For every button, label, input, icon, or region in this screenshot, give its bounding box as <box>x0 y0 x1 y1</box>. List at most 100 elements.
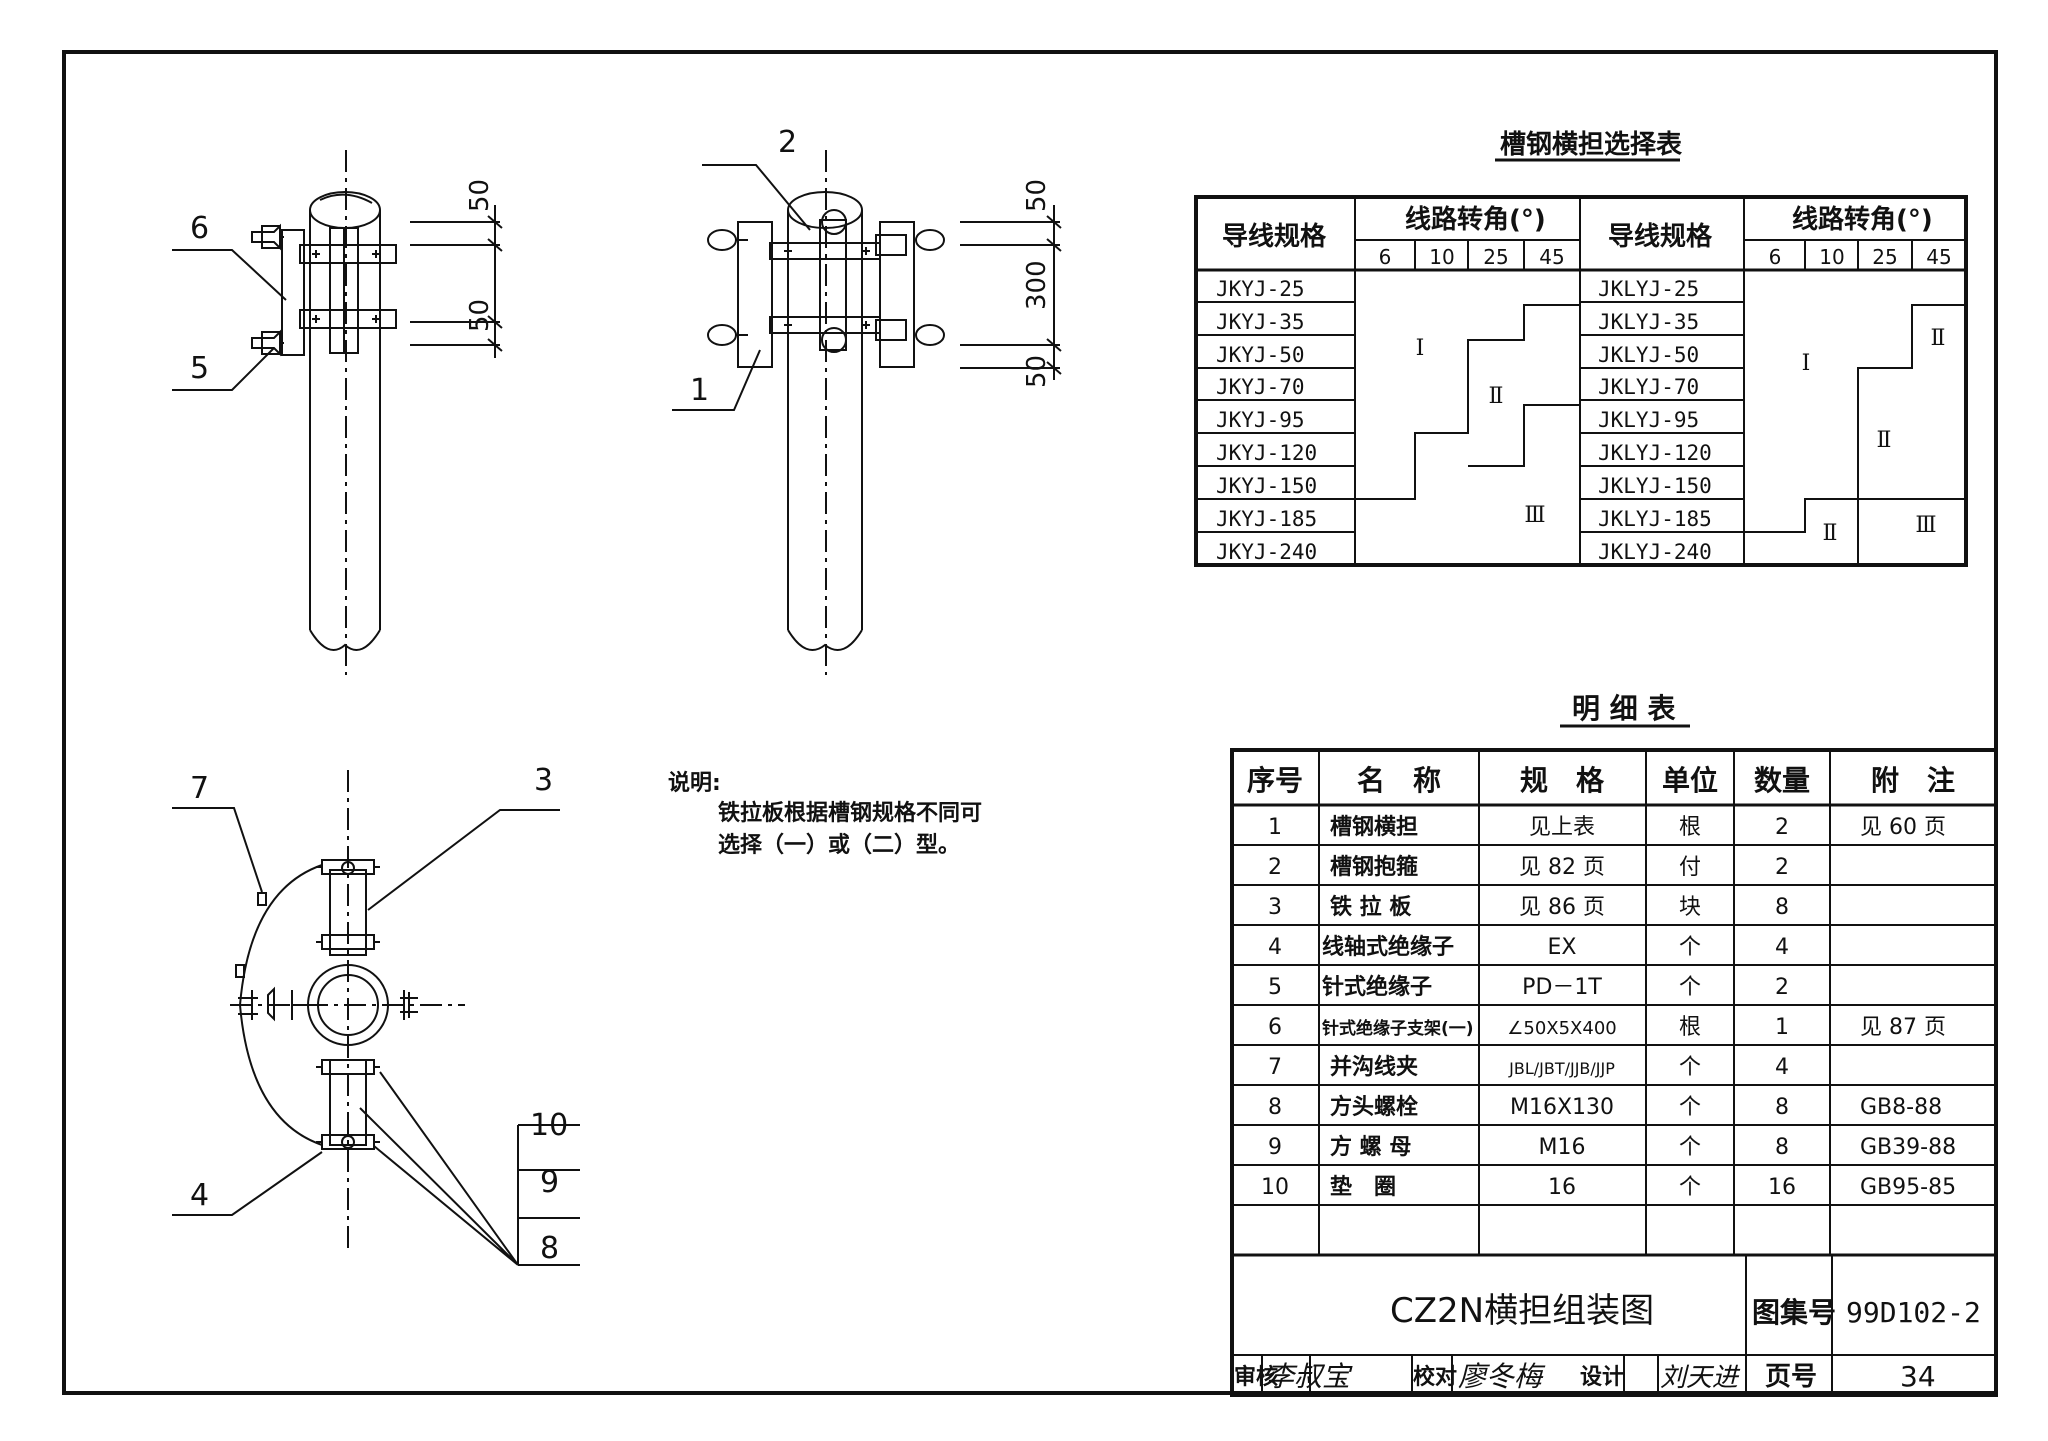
detail-cell: M16 <box>1539 1135 1586 1160</box>
detail-cell: 线轴式绝缘子 <box>1322 934 1454 960</box>
detail-cell: 槽钢横担 <box>1330 814 1418 840</box>
design-signature: 刘天进 <box>1660 1363 1741 1393</box>
left-spec-row: JKYJ-70 <box>1216 375 1305 399</box>
selection-col-spec-left: 导线规格 <box>1222 221 1327 252</box>
detail-cell: 7 <box>1268 1055 1282 1080</box>
right-elevation-view <box>672 150 1062 675</box>
detail-cell: GB95-85 <box>1860 1175 1956 1200</box>
design-label: 设计 <box>1580 1365 1624 1390</box>
selection-col-spec-right: 导线规格 <box>1608 221 1713 252</box>
detail-header-remark: 附 注 <box>1871 764 1955 797</box>
detail-cell: 1 <box>1775 1015 1789 1040</box>
detail-table-lines <box>1230 724 1998 1397</box>
detail-cell: 2 <box>1775 975 1789 1000</box>
detail-cell: 2 <box>1775 855 1789 880</box>
detail-cell: JBL/JBT/JJB/JJP <box>1508 1059 1615 1078</box>
detail-cell: 付 <box>1679 855 1701 880</box>
angle-right-6: 6 <box>1769 245 1782 269</box>
part-label-3: 3 <box>534 763 553 798</box>
detail-cell: 4 <box>1268 935 1282 960</box>
page-label: 页号 <box>1765 1362 1817 1392</box>
dim-right-bottom: 50 <box>1022 355 1052 388</box>
part-label-10: 10 <box>530 1108 568 1143</box>
detail-cell: M16X130 <box>1510 1095 1614 1120</box>
angle-left-6: 6 <box>1379 245 1392 269</box>
note-title: 说明: <box>668 770 721 796</box>
detail-cell: 个 <box>1679 975 1701 1000</box>
detail-cell: 针式绝缘子支架(一) <box>1322 1018 1474 1039</box>
detail-cell: 4 <box>1775 935 1789 960</box>
note-line-2: 选择（一）或（二）型。 <box>718 832 960 858</box>
detail-cell: 槽钢抱箍 <box>1330 854 1418 880</box>
detail-header-spec: 规 格 <box>1520 764 1605 797</box>
detail-cell: EX <box>1548 935 1577 960</box>
drawing-sheet-border <box>62 50 1998 1395</box>
detail-header-qty: 数量 <box>1754 764 1810 797</box>
angle-left-25: 25 <box>1483 245 1508 269</box>
review-label: 审核 <box>1234 1364 1278 1390</box>
detail-cell: 个 <box>1679 1055 1701 1080</box>
right-spec-row: JKLYJ-185 <box>1598 507 1712 531</box>
zone-right-1: I <box>1802 351 1811 376</box>
right-spec-row: JKLYJ-120 <box>1598 441 1712 465</box>
angle-right-45: 45 <box>1926 245 1951 269</box>
detail-cell: 16 <box>1768 1175 1796 1200</box>
detail-cell: ∠50X5X400 <box>1507 1018 1617 1039</box>
detail-cell: 2 <box>1775 815 1789 840</box>
dim-right-middle: 300 <box>1022 260 1052 310</box>
zone-right-4: Ⅲ <box>1915 513 1936 538</box>
right-spec-row: JKLYJ-150 <box>1598 474 1712 498</box>
right-spec-row: JKLYJ-50 <box>1598 343 1699 367</box>
review-signature: 李叔宝 <box>1266 1360 1353 1393</box>
zone-right-2: Ⅱ <box>1931 326 1946 351</box>
detail-cell: 9 <box>1268 1135 1282 1160</box>
detail-cell: GB39-88 <box>1860 1135 1956 1160</box>
plan-view <box>172 770 580 1266</box>
detail-cell: 见 60 页 <box>1860 815 1946 840</box>
angle-left-45: 45 <box>1539 245 1564 269</box>
right-spec-row: JKLYJ-70 <box>1598 375 1699 399</box>
detail-cell: 块 <box>1679 895 1701 920</box>
detail-cell: 方头螺栓 <box>1330 1094 1418 1120</box>
left-spec-row: JKYJ-120 <box>1216 441 1317 465</box>
dim-left-top: 50 <box>465 179 495 212</box>
detail-header-no: 序号 <box>1247 764 1303 797</box>
detail-cell: 见 86 页 <box>1519 895 1605 920</box>
detail-cell: GB8-88 <box>1860 1095 1942 1120</box>
zone-right-3: Ⅱ <box>1877 428 1892 453</box>
detail-cell: 6 <box>1268 1015 1282 1040</box>
angle-right-10: 10 <box>1819 245 1844 269</box>
detail-header-unit: 单位 <box>1662 764 1718 797</box>
part-label-2: 2 <box>778 125 797 160</box>
left-spec-row: JKYJ-50 <box>1216 343 1305 367</box>
part-label-8: 8 <box>540 1231 559 1266</box>
detail-cell: 8 <box>1268 1095 1282 1120</box>
check-label: 校对 <box>1413 1364 1457 1390</box>
zone-right-5: Ⅱ <box>1823 521 1838 546</box>
left-spec-row: JKYJ-35 <box>1216 310 1305 334</box>
detail-cell: 个 <box>1679 1175 1701 1200</box>
left-elevation-view <box>172 150 503 675</box>
detail-cell: 方 螺 母 <box>1330 1134 1411 1160</box>
part-label-9: 9 <box>540 1165 559 1200</box>
detail-cell: 4 <box>1775 1055 1789 1080</box>
detail-table-title: 明 细 表 <box>1572 692 1676 725</box>
detail-cell: 个 <box>1679 1095 1701 1120</box>
left-spec-row: JKYJ-240 <box>1216 540 1317 564</box>
detail-cell: 并沟线夹 <box>1330 1054 1418 1080</box>
detail-cell: 个 <box>1679 935 1701 960</box>
left-spec-row: JKYJ-25 <box>1216 277 1305 301</box>
detail-cell: 5 <box>1268 975 1282 1000</box>
right-spec-row: JKLYJ-25 <box>1598 277 1699 301</box>
detail-cell: 见 87 页 <box>1860 1015 1946 1040</box>
detail-cell: 2 <box>1268 855 1282 880</box>
detail-cell: 针式绝缘子 <box>1322 974 1432 1000</box>
note-line-1: 铁拉板根据槽钢规格不同可 <box>718 800 982 826</box>
atlas-label: 图集号 <box>1752 1296 1836 1329</box>
right-spec-row: JKLYJ-35 <box>1598 310 1699 334</box>
page-number: 34 <box>1900 1360 1936 1393</box>
detail-cell: 铁 拉 板 <box>1330 894 1412 920</box>
detail-cell: 见 82 页 <box>1519 855 1605 880</box>
detail-cell: 8 <box>1775 895 1789 920</box>
